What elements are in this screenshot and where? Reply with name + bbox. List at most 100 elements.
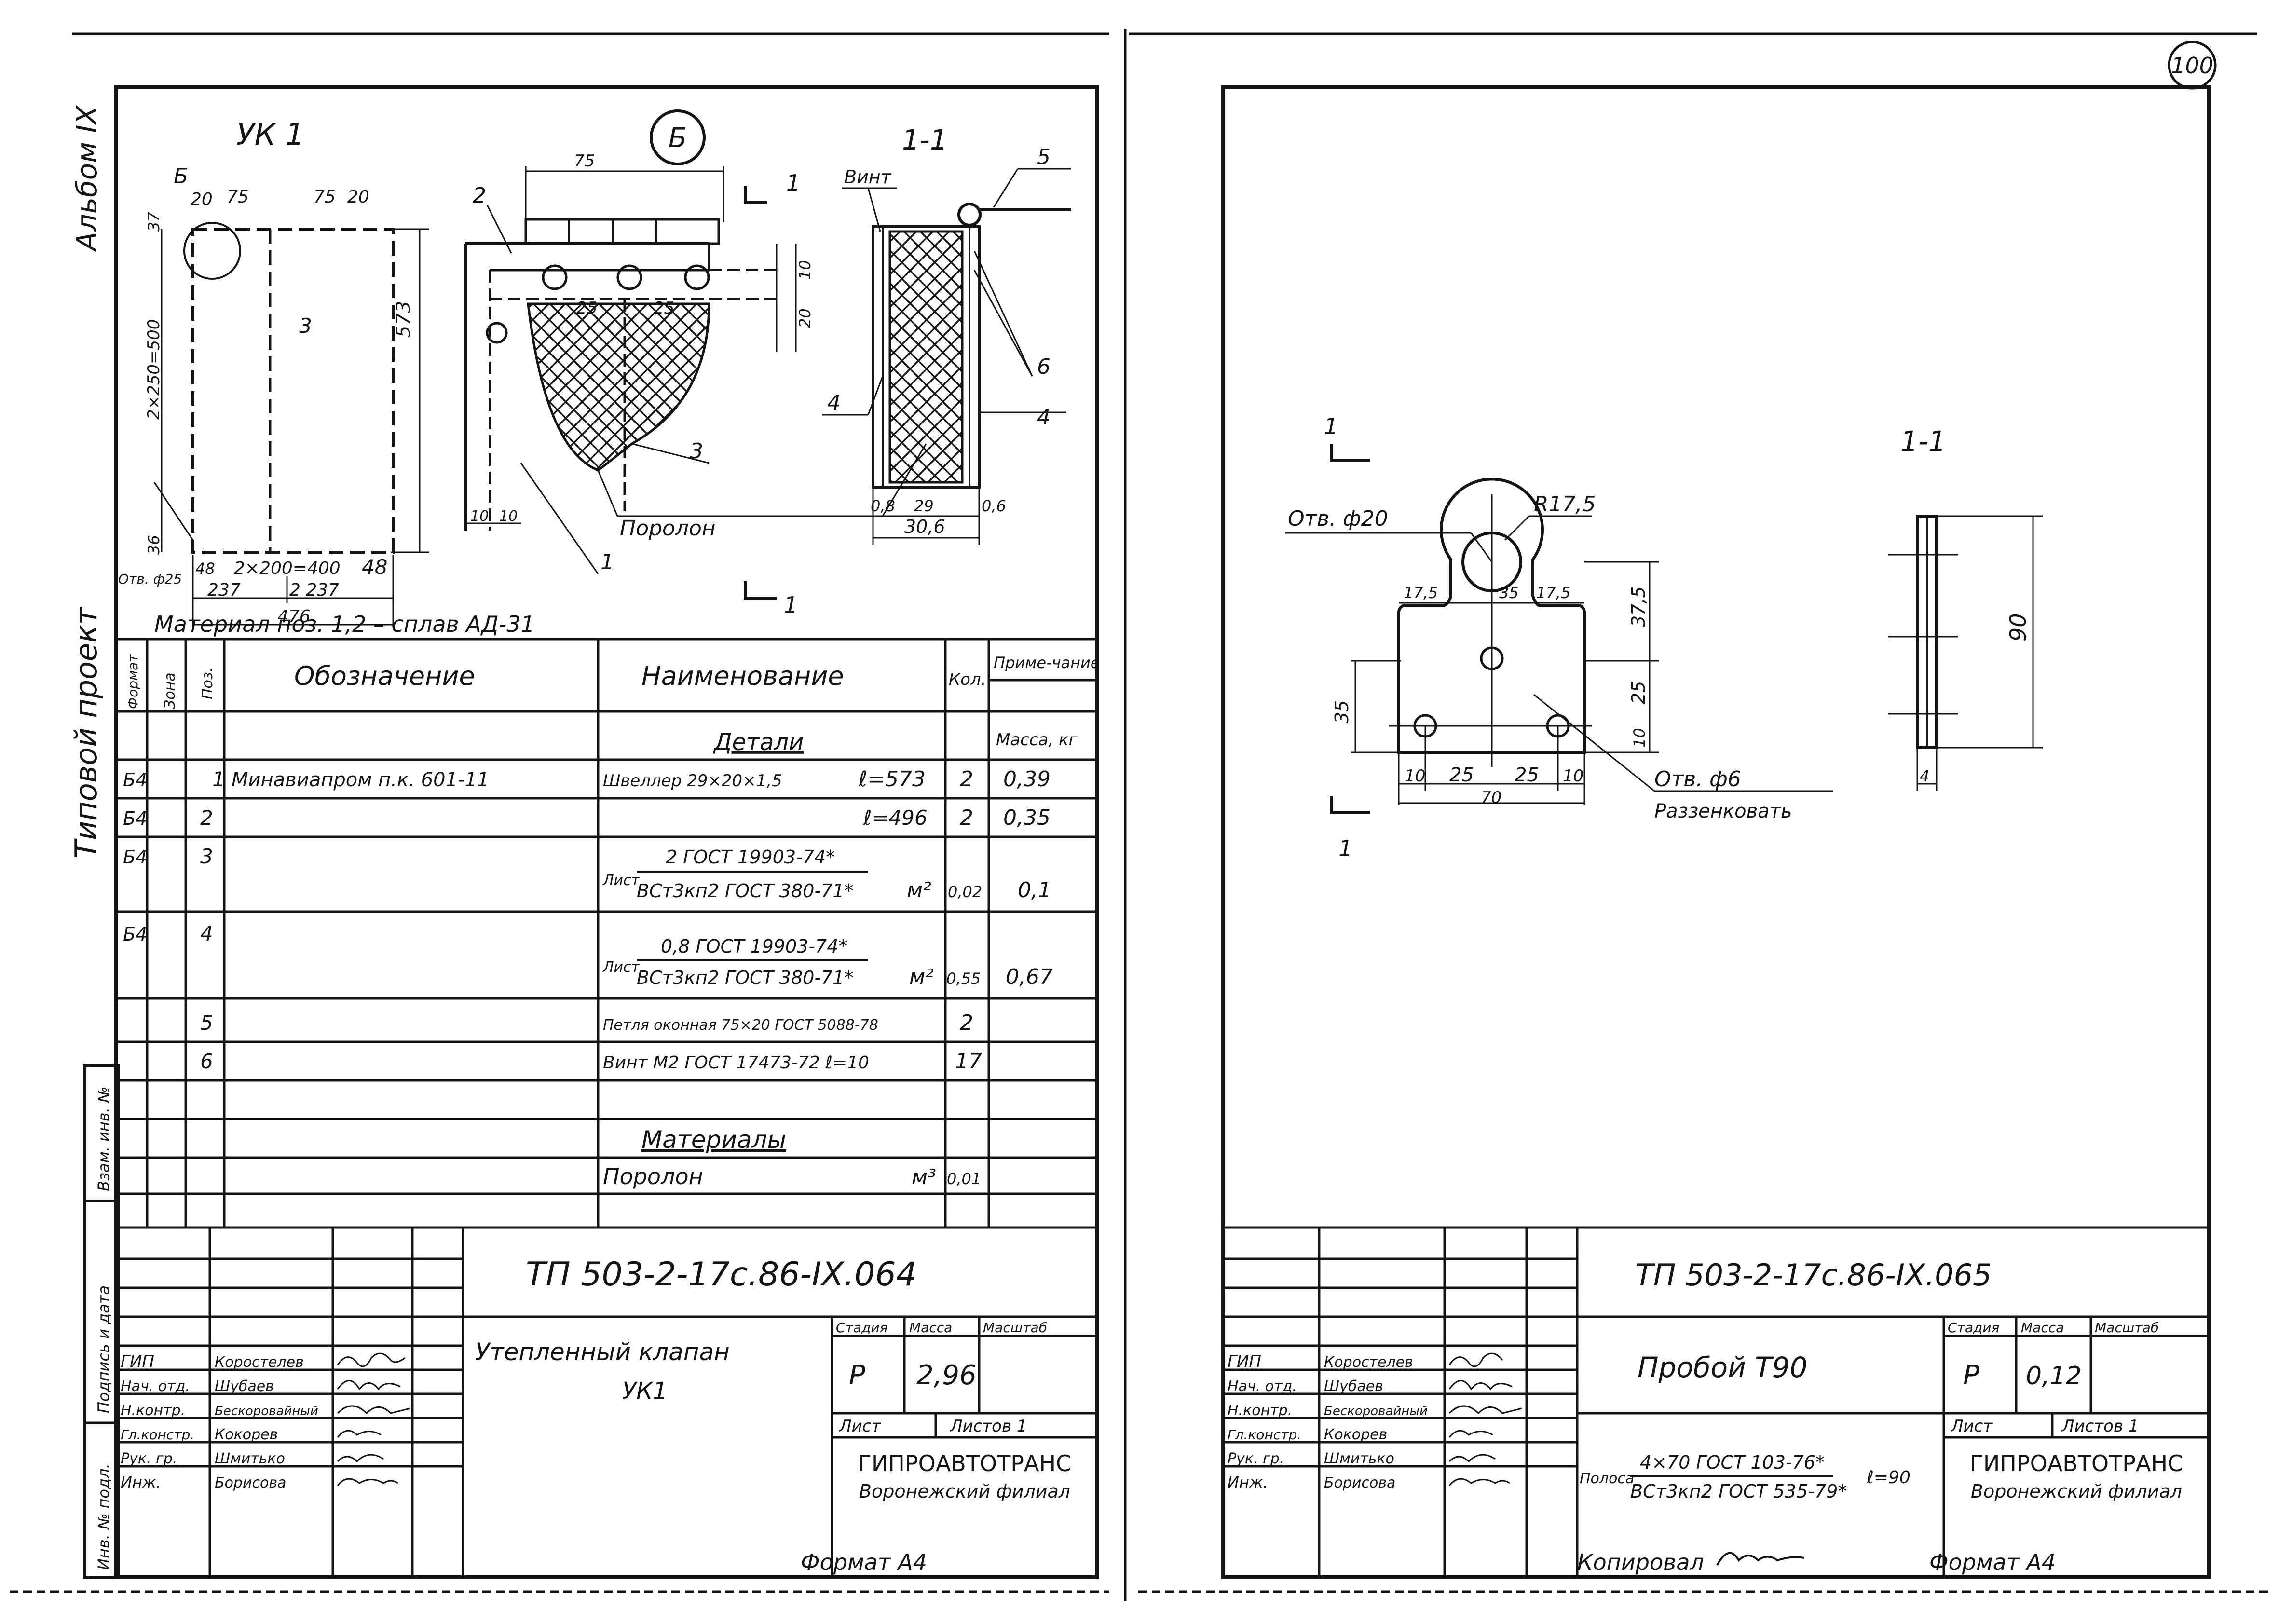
spec-row1-note: 0,39 <box>1003 767 1051 792</box>
right-section-dim-4: 4 <box>1920 767 1929 785</box>
staff-role: Н.контр. <box>1228 1402 1292 1419</box>
staff-list: ГИП Коростелев Нач. отд. Шубаев Н.контр.… <box>121 1352 318 1491</box>
part-dim-10v: 10 <box>1630 728 1649 748</box>
part-front-view: Отв. ф20 R17,5 17,5 35 17,5 37,5 35 25 1… <box>1285 413 1833 861</box>
spec-section-materials: Материалы <box>641 1126 786 1154</box>
spec-table: Формат Зона Поз. Обозначение Наименовани… <box>116 638 1100 1228</box>
staff-role: Нач. отд. <box>121 1378 190 1395</box>
plan-dim-36: 36 <box>145 535 163 555</box>
section-pos-6: 6 <box>1037 355 1051 379</box>
detail-cut-bottom: 1 <box>784 592 798 618</box>
section-title: 1-1 <box>902 123 948 156</box>
detail-porolon: Поролон <box>620 516 716 541</box>
right-material-prefix: Полоса <box>1580 1470 1634 1487</box>
right-staff-list: ГИП Коростелев Нач. отд. Шубаев Н.контр.… <box>1228 1352 1428 1491</box>
right-stage-label: Стадия <box>1948 1320 1999 1336</box>
right-section-dim-90: 90 <box>2005 613 2031 641</box>
spec-section-details: Детали <box>713 729 804 756</box>
spec-material-unit: м³ <box>912 1165 936 1189</box>
right-sheet: Отв. ф20 R17,5 17,5 35 17,5 37,5 35 25 1… <box>1221 85 2211 1579</box>
stamp-signature-date: Подпись и дата <box>95 1285 113 1413</box>
spec-material-qty: 0,01 <box>947 1170 981 1188</box>
part-dim-25v: 25 <box>1628 681 1649 704</box>
spec-row1-length: ℓ=573 <box>858 767 926 792</box>
part-dim-70: 70 <box>1481 788 1501 807</box>
right-format-label: Формат А4 <box>1929 1549 2056 1575</box>
right-frame <box>1221 85 2211 1579</box>
spec-row4-bottom: ВСт3кп2 ГОСТ 380-71* <box>637 967 853 988</box>
spec-row: Б4 1 Минавиапром п.к. 601-11 Швеллер 29×… <box>123 767 1051 792</box>
plan-dim-75: 75 <box>227 187 249 207</box>
title-scale-label: Масштаб <box>983 1320 1047 1336</box>
spec-row: 6 Винт М2 ГОСТ 17473-72 ℓ=10 17 <box>200 1049 982 1074</box>
staff-role: Инж. <box>1228 1473 1268 1491</box>
staff-role: ГИП <box>121 1352 154 1371</box>
part-dim-35-top: 35 <box>1499 584 1519 602</box>
part-dim-25b: 25 <box>1515 764 1539 786</box>
detail-dim-10b: 10 <box>499 508 518 525</box>
plan-dim-37: 37 <box>145 212 163 232</box>
section-1-1-right: 1-1 90 4 <box>1888 425 2043 791</box>
part-hole-6: Отв. ф6 <box>1654 767 1741 792</box>
staff-name: Шубаев <box>215 1378 274 1395</box>
detail-pos-1: 1 <box>600 550 614 574</box>
spec-row3-unit: м² <box>907 878 931 902</box>
part-dim-35: 35 <box>1331 700 1352 723</box>
spec-row2-note: 0,35 <box>1003 805 1051 830</box>
right-section-title: 1-1 <box>1900 425 1946 458</box>
spec-row2-qty: 2 <box>960 805 973 830</box>
right-mass-label: Масса <box>2021 1320 2064 1336</box>
plan-dim-48b: 48 <box>362 555 387 579</box>
spec-row1-name: Швеллер 29×20×1,5 <box>603 771 782 791</box>
plan-dim-476: 476 <box>277 607 311 627</box>
plan-dim-75b: 75 <box>314 187 336 207</box>
detail-b: Б 75 25 25 10 20 2 <box>464 109 927 618</box>
plan-callout: Б <box>174 164 188 189</box>
right-stage: Р <box>1963 1360 1979 1391</box>
staff-name: Шубаев <box>1324 1378 1383 1395</box>
detail-dim-10a: 10 <box>470 508 489 525</box>
spec-row4-prefix: Лист <box>602 959 641 976</box>
stamp-inv-original: Инв. № подл. <box>95 1463 113 1570</box>
sheet-number-mark: 100 <box>2168 41 2217 90</box>
right-material-top: 4×70 ГОСТ 103-76* <box>1640 1452 1825 1473</box>
spec-row3-prefix: Лист <box>602 872 641 889</box>
detail-cut-top: 1 <box>786 170 800 196</box>
title-line2: УК1 <box>622 1378 668 1405</box>
plan-dim-20b: 20 <box>347 187 369 207</box>
title-sheets-label: Листов 1 <box>949 1417 1027 1436</box>
spec-header-note: Приме-чание <box>994 654 1100 672</box>
section-1-1-left: 1-1 Винт 5 6 4 4 0,8 29 <box>822 123 1071 545</box>
part-dim-175b: 17,5 <box>1536 584 1570 602</box>
title-block-right: ТП 503-2-17с.86-IX.065 Пробой Т90 Полоса… <box>1223 1226 2209 1577</box>
right-title-code: ТП 503-2-17с.86-IX.065 <box>1635 1257 1992 1293</box>
staff-role: Рук. гр. <box>1228 1450 1284 1467</box>
right-sheet-label: Лист <box>1950 1417 1993 1436</box>
spec-row4-pos: 4 <box>200 922 213 945</box>
part-countersink: Раззенковать <box>1654 800 1792 822</box>
staff-role: Рук. гр. <box>121 1450 177 1467</box>
spec-row4-unit: м² <box>909 965 934 989</box>
section-dim-29: 29 <box>914 497 934 515</box>
staff-role: Гл.констр. <box>121 1427 194 1443</box>
spec-row6-qty: 17 <box>955 1049 982 1074</box>
title-org2: Воронежский филиал <box>859 1481 1070 1502</box>
spec-row3-pos: 3 <box>200 845 213 868</box>
part-dim-25a: 25 <box>1449 764 1474 786</box>
section-dim-08: 0,8 <box>871 497 895 515</box>
detail-dim-75: 75 <box>574 151 595 171</box>
right-scale-label: Масштаб <box>2095 1320 2159 1336</box>
staff-name: Бескоровайный <box>215 1404 318 1419</box>
title-mass: 2,96 <box>916 1360 977 1391</box>
right-mass: 0,12 <box>2026 1362 2082 1391</box>
staff-role: Инж. <box>121 1473 161 1491</box>
part-dim-375: 37,5 <box>1628 586 1649 627</box>
spec-row4-top: 0,8 ГОСТ 19903-74* <box>661 936 847 957</box>
left-format-label: Формат А4 <box>801 1549 927 1575</box>
title-stage-label: Стадия <box>836 1320 887 1336</box>
plan-pos-3: 3 <box>299 314 312 338</box>
spec-header-name: Наименование <box>641 661 844 691</box>
detail-dim-10: 10 <box>796 260 814 280</box>
right-signatures <box>1448 1352 1522 1486</box>
staff-role: ГИП <box>1228 1352 1261 1371</box>
